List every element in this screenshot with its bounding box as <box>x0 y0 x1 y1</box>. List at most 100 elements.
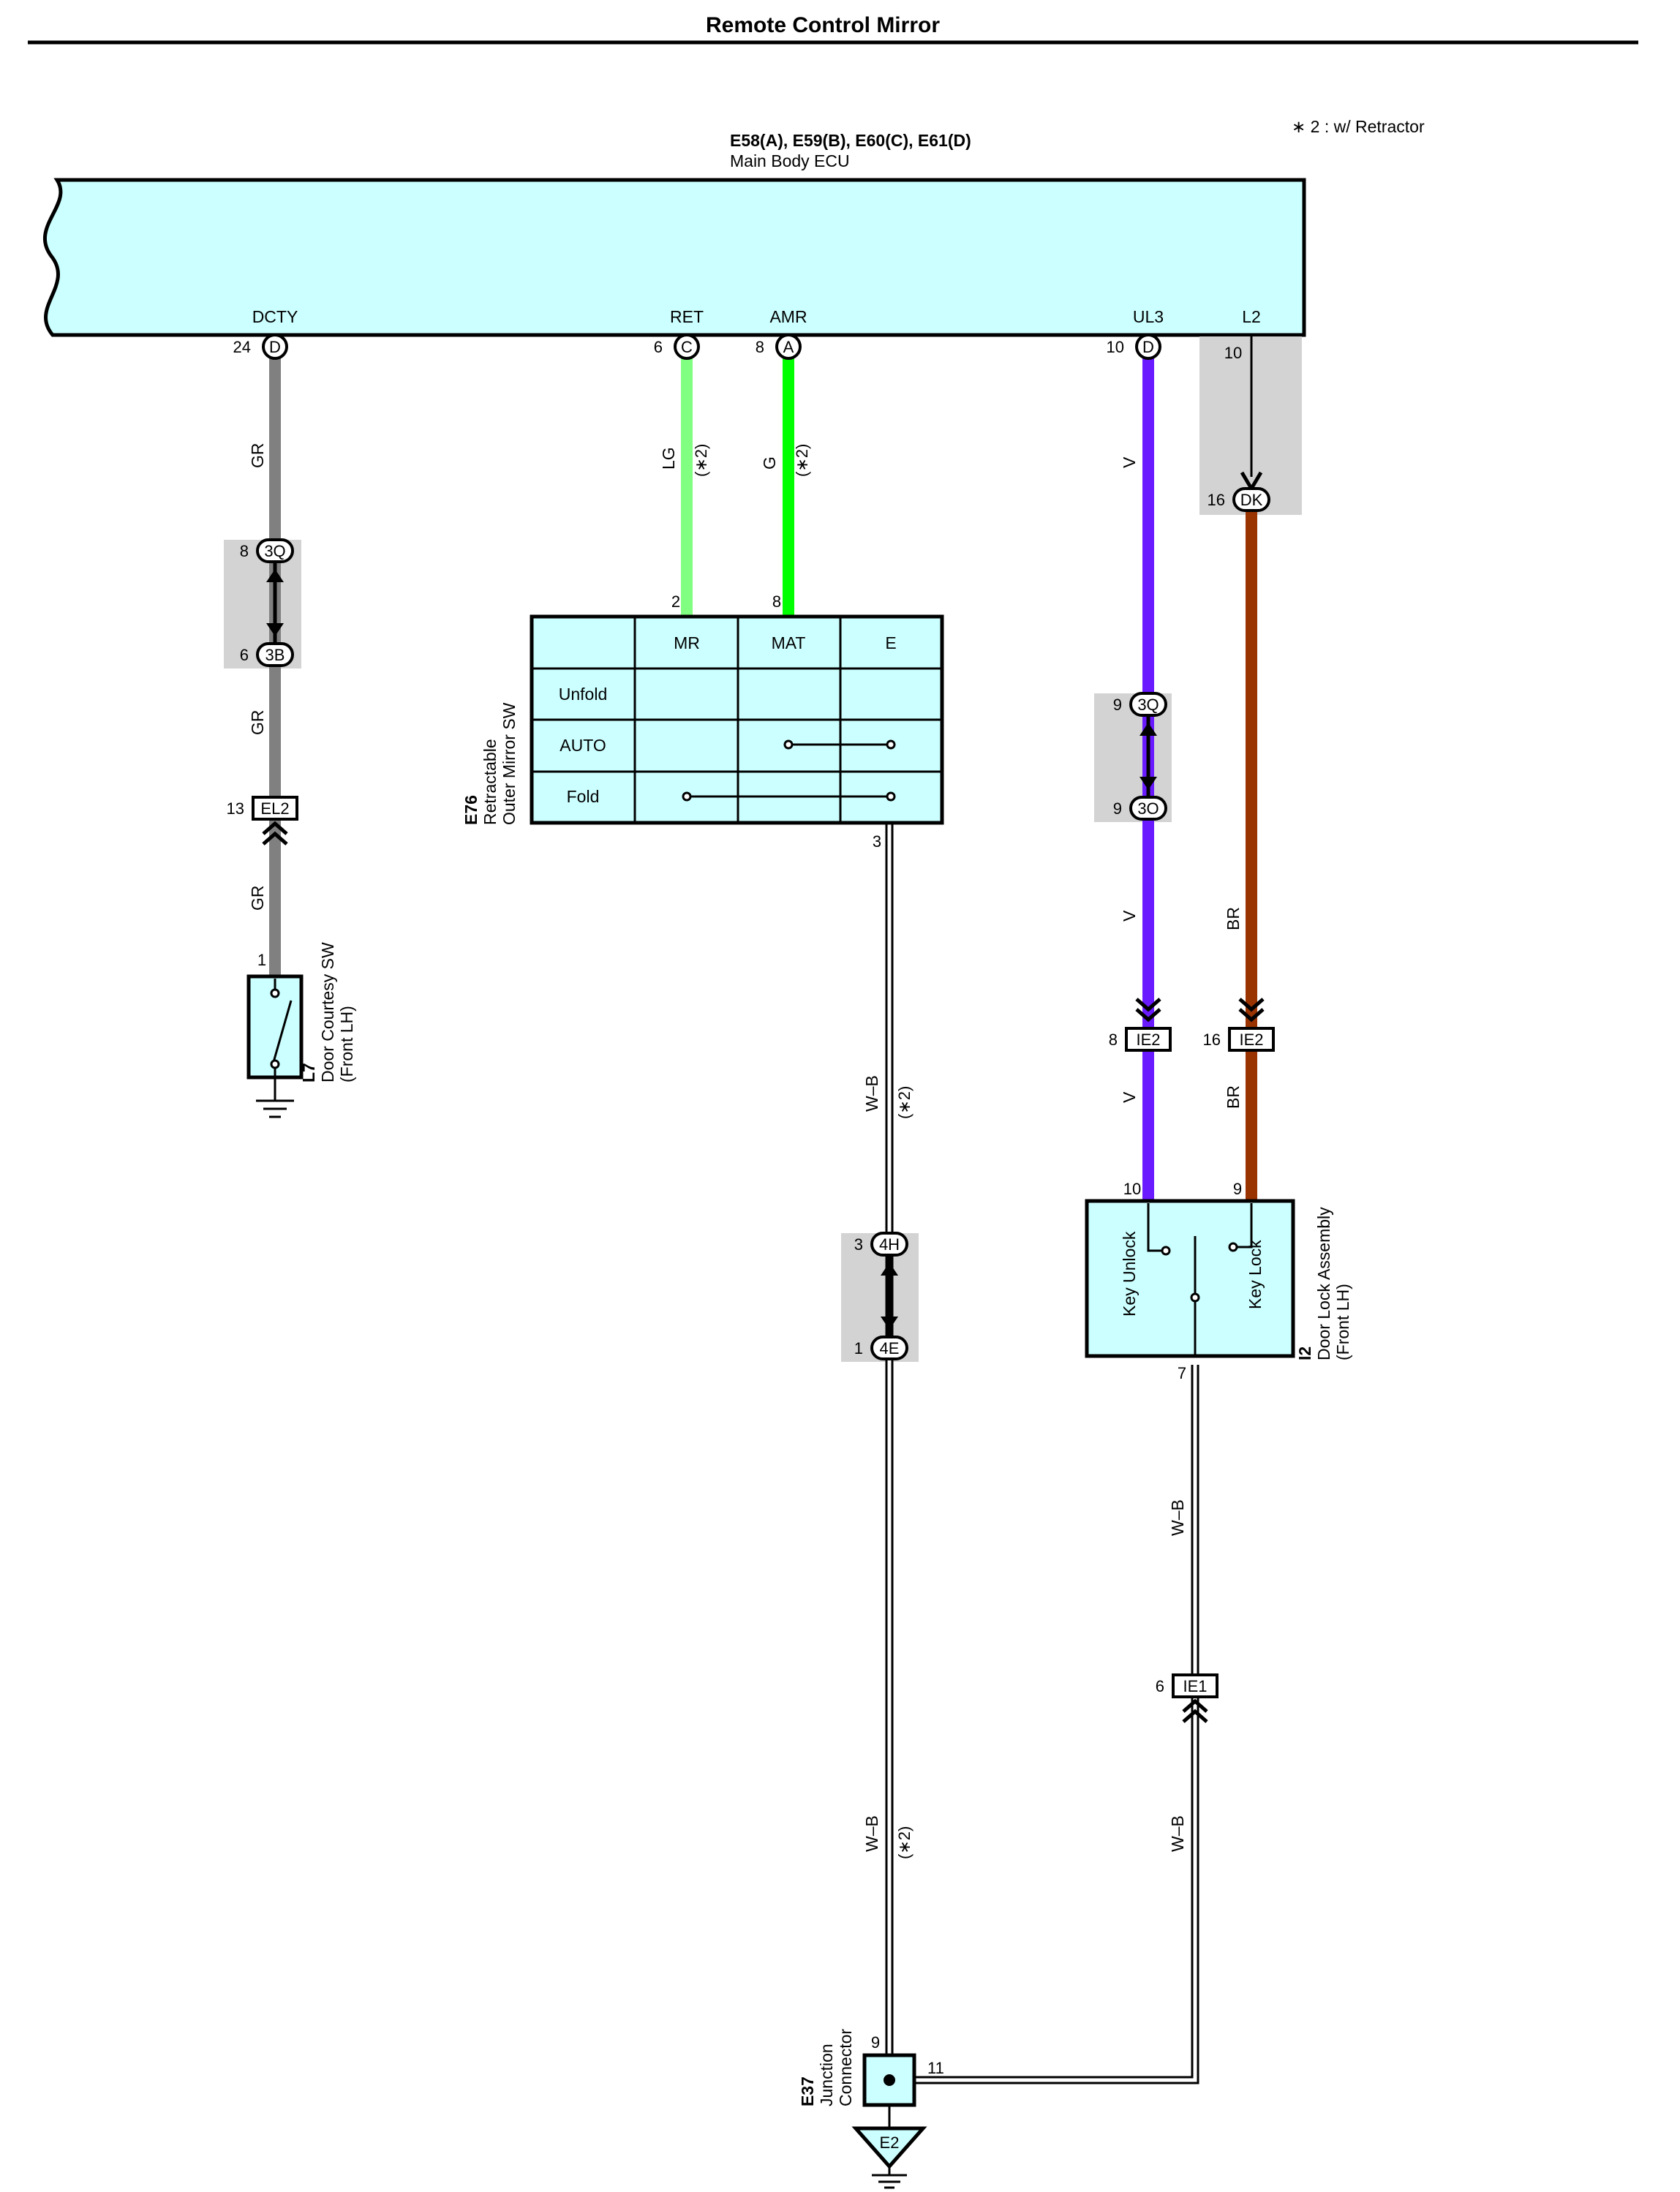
el2-arrow <box>262 821 288 845</box>
svg-text:24: 24 <box>233 338 251 356</box>
terminal-dcty: DCTY <box>252 307 298 326</box>
connector-dk: DK 16 <box>1208 487 1270 512</box>
pin-e: 3 <box>873 832 881 851</box>
wire-note-wb-1: (∗2) <box>895 1086 914 1119</box>
svg-text:E2: E2 <box>880 2133 900 2152</box>
ie1-arrow <box>1182 1698 1208 1723</box>
svg-text:4H: 4H <box>879 1235 900 1254</box>
terminal-ret: RET <box>670 307 704 326</box>
fold-contact-e <box>886 791 896 802</box>
svg-text:16: 16 <box>1203 1031 1221 1049</box>
wire-label-v-1: V <box>1120 456 1139 468</box>
svg-text:9: 9 <box>1113 799 1122 818</box>
pin-mr: 2 <box>671 592 680 611</box>
svg-text:D: D <box>1142 338 1154 356</box>
svg-text:6: 6 <box>240 646 249 664</box>
terminal-ul3: UL3 <box>1133 307 1164 326</box>
svg-text:Door Lock Assembly: Door Lock Assembly <box>1314 1207 1333 1360</box>
junction-label: E37 Junction Connector <box>798 2029 855 2106</box>
ecu-connectors-label: E58(A), E59(B), E60(C), E61(D) <box>730 131 971 150</box>
col-mat: MAT <box>772 633 806 652</box>
wire-note-wb-2: (∗2) <box>895 1826 914 1859</box>
pin-lock: 9 <box>1233 1180 1242 1198</box>
row-fold: Fold <box>567 787 600 806</box>
wire-label-br-2: BR <box>1224 1085 1243 1109</box>
key-unlock-label: Key Unlock <box>1120 1231 1139 1317</box>
svg-text:(Front LH): (Front LH) <box>1333 1284 1352 1360</box>
ie2-br-arrow <box>1238 998 1265 1022</box>
svg-text:3: 3 <box>854 1235 863 1254</box>
svg-text:(Front LH): (Front LH) <box>337 1006 356 1082</box>
svg-text:13: 13 <box>227 799 244 818</box>
pin-mat: 8 <box>772 592 781 611</box>
connector-ie2-v: IE2 8 <box>1109 1027 1172 1052</box>
svg-text:3Q: 3Q <box>1137 696 1159 714</box>
svg-text:4E: 4E <box>880 1339 900 1357</box>
retractor-note: ∗ 2 : w/ Retractor <box>1292 117 1425 136</box>
pin-unlock: 10 <box>1123 1180 1141 1198</box>
wire-label-lg: LG <box>659 447 678 470</box>
key-lock-label: Key Lock <box>1246 1240 1265 1309</box>
connector-3q-left: 3Q 8 <box>240 538 294 563</box>
wire-label-g: G <box>760 456 779 470</box>
col-mr: MR <box>674 633 700 652</box>
door-courtesy-label: L7 Door Courtesy SW (Front LH) <box>299 942 356 1082</box>
mirror-switch-label: E76 Retractable Outer Mirror SW <box>462 702 519 825</box>
svg-text:IE1: IE1 <box>1183 1677 1207 1695</box>
ground-e2: E2 <box>851 2126 927 2189</box>
auto-contact-mat <box>783 739 794 750</box>
wire-wb-doorlock <box>914 1365 1199 2084</box>
svg-text:Junction: Junction <box>817 2044 836 2106</box>
ecu-pin-amr: A 8 <box>756 334 802 360</box>
terminal-amr: AMR <box>769 307 807 326</box>
fold-contact-mr <box>682 791 692 802</box>
svg-text:L7: L7 <box>299 1063 318 1082</box>
terminal-l2: L2 <box>1242 307 1261 326</box>
auto-contact-e <box>886 739 896 750</box>
svg-text:8: 8 <box>1109 1031 1118 1049</box>
svg-text:9: 9 <box>1113 696 1122 714</box>
junction-connector: 9 11 <box>862 2033 944 2128</box>
svg-text:EL2: EL2 <box>260 799 289 818</box>
wire-label-br-1: BR <box>1224 907 1243 930</box>
col-e: E <box>885 633 896 652</box>
wire-label-wb-1: W–B <box>862 1075 881 1112</box>
door-lock-assembly: Key Unlock Key Lock 10 9 7 <box>1085 1180 1295 1382</box>
svg-text:6: 6 <box>1156 1677 1164 1695</box>
svg-text:D: D <box>269 338 281 356</box>
ecu-pin-ul3: D 10 <box>1107 334 1161 360</box>
wire-label-v-2: V <box>1120 910 1139 922</box>
svg-text:1: 1 <box>854 1339 863 1357</box>
svg-text:8: 8 <box>756 338 764 356</box>
svg-text:3B: 3B <box>265 646 285 664</box>
svg-text:1: 1 <box>257 951 266 969</box>
wire-label-wb-3: W–B <box>1168 1499 1187 1536</box>
svg-text:9: 9 <box>871 2033 880 2052</box>
connector-ie2-br: IE2 16 <box>1203 1027 1275 1052</box>
svg-text:16: 16 <box>1208 491 1225 509</box>
svg-text:8: 8 <box>240 542 249 560</box>
ecu-pin-dcty: D 24 <box>233 334 288 360</box>
ecu-name: Main Body ECU <box>730 151 850 170</box>
wire-label-gr-1: GR <box>248 443 267 469</box>
page-title: Remote Control Mirror <box>706 13 940 37</box>
connector-4h: 4H 3 <box>854 1232 908 1257</box>
door-lock-label: I2 Door Lock Assembly (Front LH) <box>1295 1207 1352 1360</box>
svg-text:6: 6 <box>654 338 663 356</box>
wire-note-lg: (∗2) <box>692 444 710 477</box>
wire-label-gr-2: GR <box>248 710 267 736</box>
svg-text:Retractable: Retractable <box>481 739 500 825</box>
svg-text:A: A <box>783 338 794 356</box>
pin-ground: 7 <box>1178 1364 1186 1382</box>
wire-label-v-3: V <box>1120 1091 1139 1103</box>
connector-3b: 3B 6 <box>240 642 294 667</box>
wire-note-g: (∗2) <box>793 444 811 477</box>
svg-text:3O: 3O <box>1137 799 1159 818</box>
svg-text:Door Courtesy SW: Door Courtesy SW <box>318 942 337 1082</box>
svg-text:DK: DK <box>1240 491 1263 509</box>
connector-3q-right: 3Q 9 <box>1113 692 1167 717</box>
svg-text:10: 10 <box>1107 338 1124 356</box>
svg-text:IE2: IE2 <box>1136 1031 1160 1049</box>
connector-el2: EL2 13 <box>227 796 298 821</box>
